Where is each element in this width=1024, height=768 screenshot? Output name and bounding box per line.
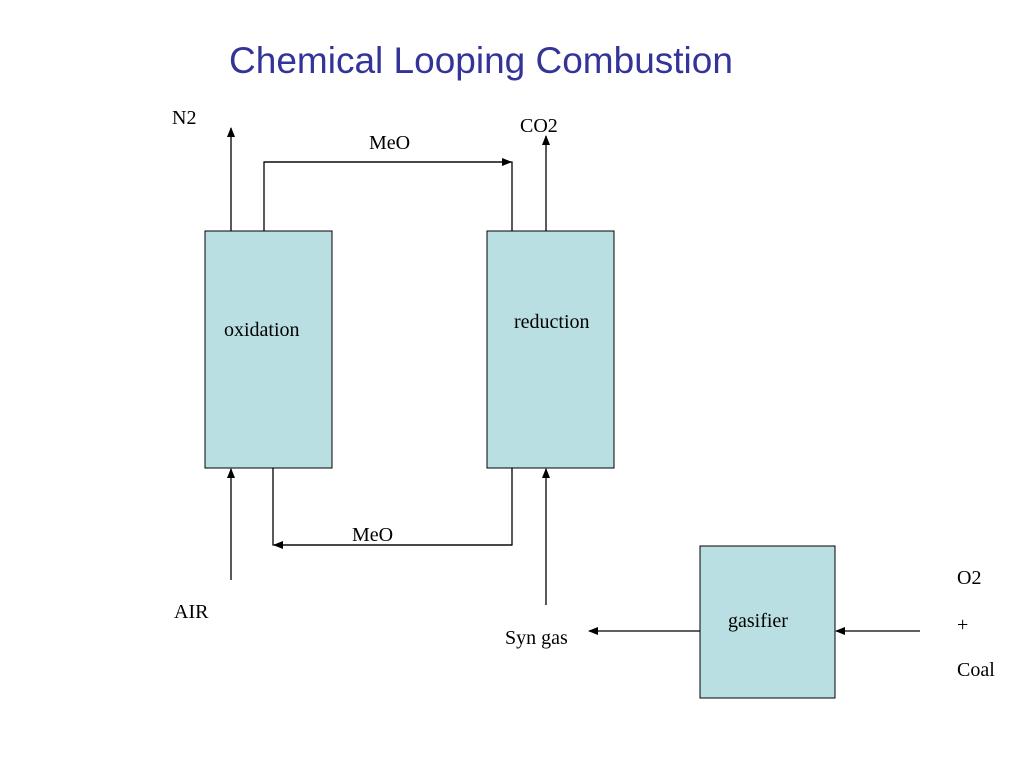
- co2-label: CO2: [520, 115, 558, 137]
- meo-bottom-label: MeO: [352, 524, 393, 546]
- n2-label: N2: [172, 107, 196, 129]
- slide-title: Chemical Looping Combustion: [229, 40, 733, 81]
- syn-gas-label: Syn gas: [505, 627, 568, 649]
- gasifier-label: gasifier: [728, 610, 788, 632]
- reduction-reactor-box: [486, 230, 615, 469]
- o2-label: O2: [957, 567, 981, 589]
- coal-label: Coal: [957, 659, 995, 681]
- oxidation-reactor-box: [204, 230, 333, 469]
- meo-transfer-line-top: [263, 161, 513, 231]
- gasifier-box: [699, 545, 836, 699]
- meo-top-label: MeO: [369, 132, 410, 154]
- plus-label: +: [957, 614, 968, 636]
- air-label: AIR: [174, 601, 209, 623]
- reduction-label: reduction: [514, 311, 590, 333]
- oxidation-label: oxidation: [224, 319, 300, 341]
